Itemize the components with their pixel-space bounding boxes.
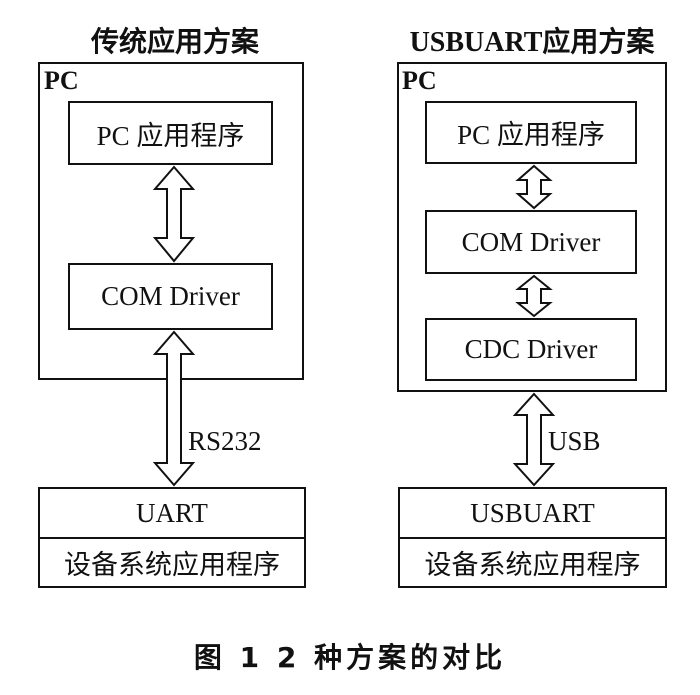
left-arrow-app-driver — [152, 165, 196, 263]
right-pc-label: PC — [402, 66, 437, 95]
right-cdc-driver-label: CDC Driver — [464, 334, 598, 364]
right-device-box: USBUART 设备系统应用程序 — [398, 487, 667, 588]
right-cdc-driver-box: CDC Driver — [425, 318, 637, 381]
right-link-label: USB — [548, 426, 601, 456]
left-device-app: 设备系统应用程序 — [64, 550, 280, 580]
right-device-app: 设备系统应用程序 — [424, 550, 641, 580]
right-com-driver-label: COM Driver — [461, 226, 601, 257]
figure-caption: 图 1 2 种方案的对比 — [193, 641, 507, 674]
right-arrow-pc-usbuart — [512, 392, 556, 487]
right-device-usbuart: USBUART — [470, 497, 595, 528]
left-title: 传统应用方案 — [90, 27, 259, 58]
left-arrow-driver-uart — [152, 330, 196, 487]
right-app-label: PC 应用程序 — [457, 120, 605, 150]
left-pc-label: PC — [44, 66, 79, 95]
right-arrow-app-com — [515, 164, 553, 210]
left-link-label: RS232 — [188, 426, 262, 456]
left-com-driver-box: COM Driver — [68, 263, 273, 330]
left-device-uart: UART — [136, 497, 208, 528]
right-com-driver-box: COM Driver — [425, 210, 637, 274]
right-app-box: PC 应用程序 — [425, 101, 637, 164]
right-arrow-com-cdc — [515, 274, 553, 318]
left-app-box: PC 应用程序 — [68, 101, 273, 165]
left-device-box: UART 设备系统应用程序 — [38, 487, 306, 588]
left-com-driver-label: COM Driver — [101, 281, 240, 311]
right-title: USBUART应用方案 — [409, 27, 655, 58]
left-app-label: PC 应用程序 — [96, 120, 245, 151]
